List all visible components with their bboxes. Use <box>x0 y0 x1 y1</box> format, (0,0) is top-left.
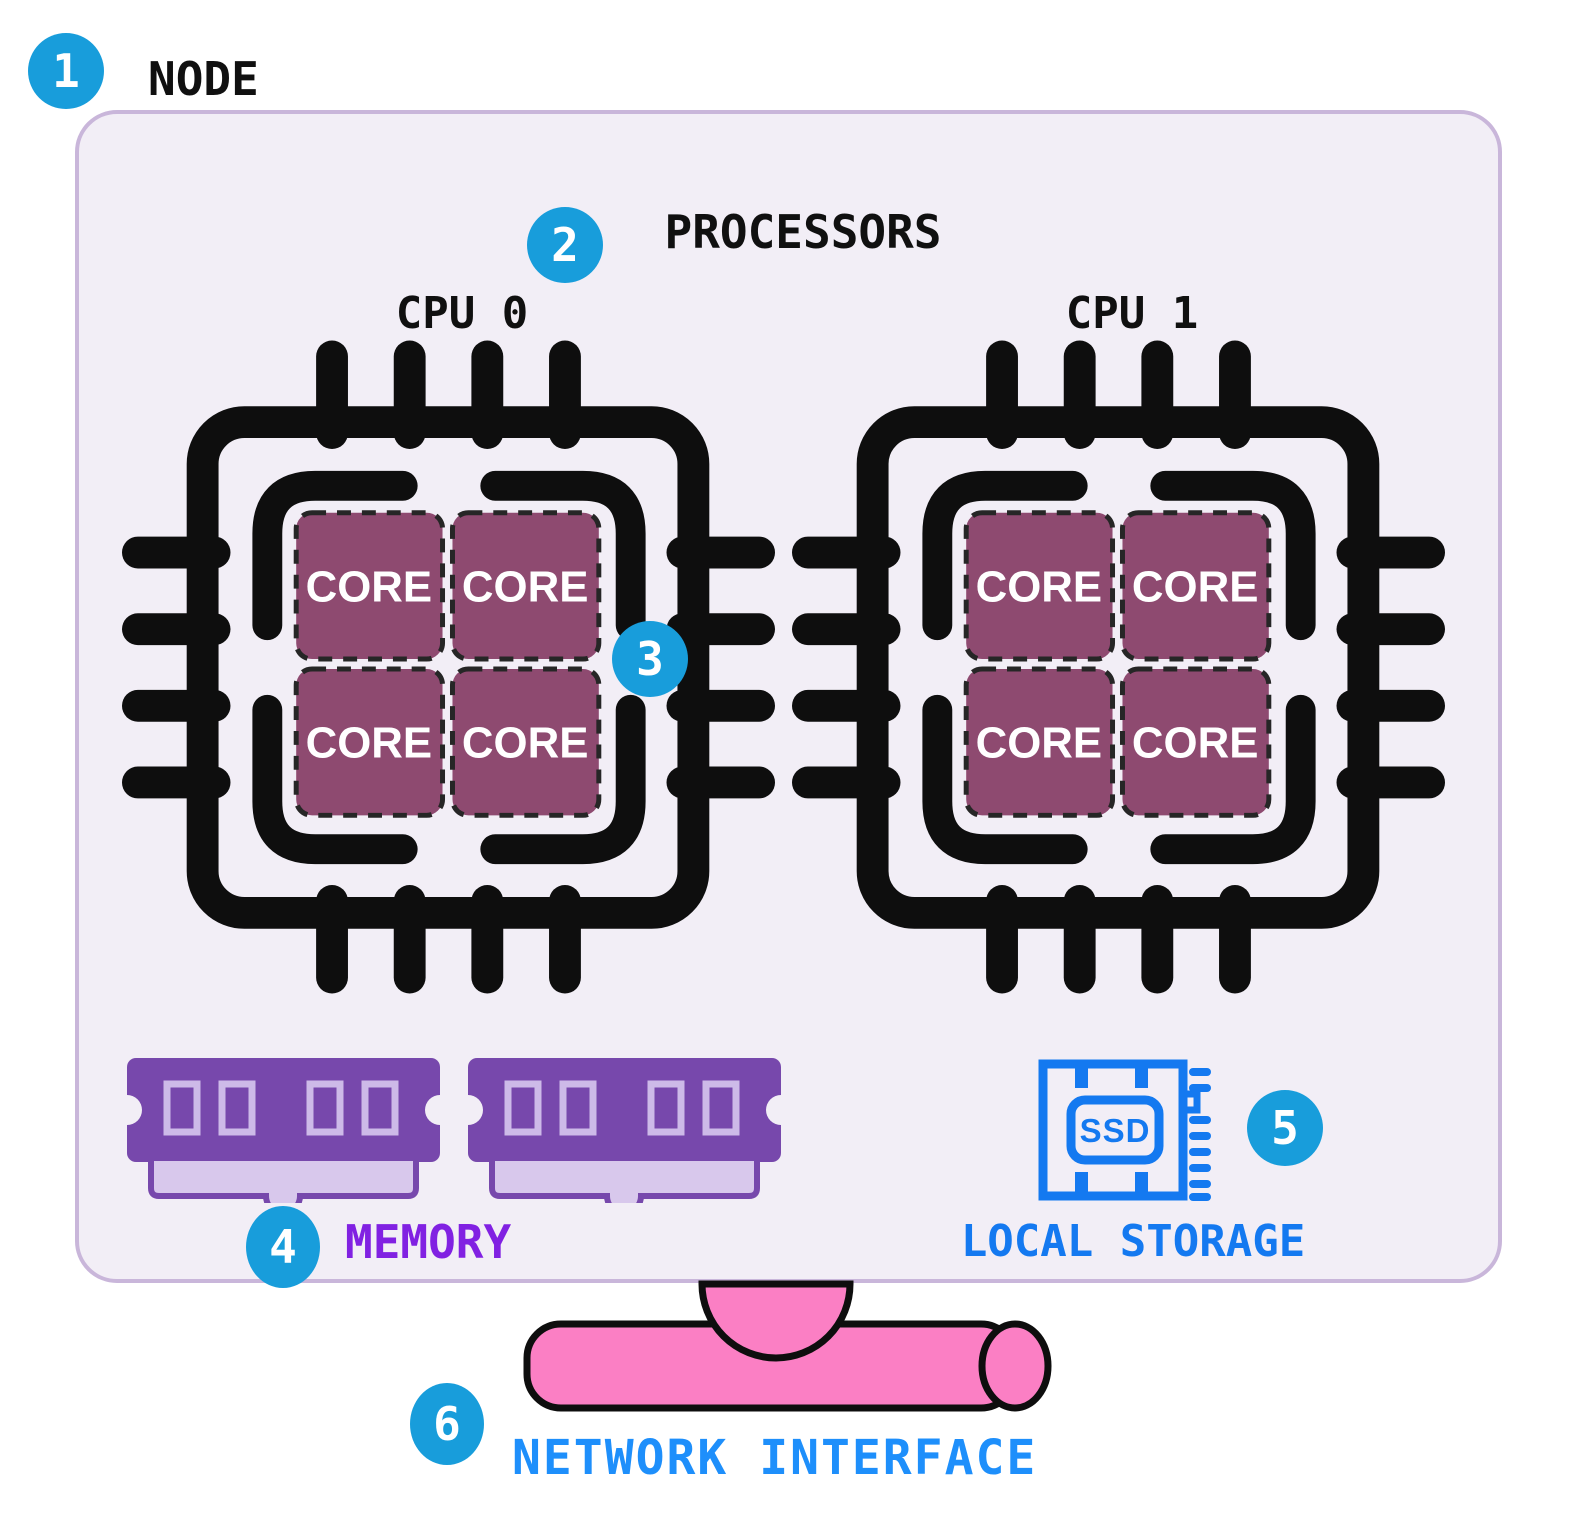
core-label: CORE <box>462 562 589 611</box>
node-number: 1 <box>52 44 80 98</box>
network-interface-label: NETWORK INTERFACE <box>512 1430 1038 1486</box>
core <box>449 510 602 662</box>
core-label: CORE <box>1132 562 1259 611</box>
cpu0-cores <box>293 510 602 818</box>
processors-number: 2 <box>551 218 579 272</box>
ssd-label: SSD <box>1080 1112 1151 1149</box>
storage-number-badge: 5 <box>1247 1090 1323 1166</box>
cpu1-chip-icon: CORE CORE CORE CORE <box>791 340 1446 994</box>
processors-number-badge: 2 <box>527 207 603 283</box>
core-label: CORE <box>306 719 433 768</box>
core <box>449 666 602 818</box>
core-label: CORE <box>976 562 1103 611</box>
core-label: CORE <box>306 562 433 611</box>
network-number: 6 <box>433 1397 461 1451</box>
cpu0-chip-icon: CORE CORE CORE CORE <box>121 340 776 994</box>
memory-dimm-icon <box>468 1058 781 1203</box>
core <box>1119 666 1272 818</box>
core <box>293 666 446 818</box>
cpu1-label: CPU 1 <box>1065 288 1199 339</box>
network-number-badge: 6 <box>410 1383 484 1465</box>
node-label: NODE <box>148 52 259 106</box>
network-interface-icon <box>523 1280 1052 1412</box>
cpu1-cores <box>963 510 1272 818</box>
memory-dimm-icon <box>127 1058 440 1203</box>
core-label: CORE <box>976 719 1103 768</box>
node-number-badge: 1 <box>28 33 104 109</box>
memory-label: MEMORY <box>345 1215 512 1269</box>
core <box>963 510 1116 662</box>
core-label: CORE <box>1132 719 1259 768</box>
core <box>1119 510 1272 662</box>
core-number: 3 <box>636 632 664 686</box>
cpu0-label: CPU 0 <box>395 288 529 339</box>
local-storage-label: LOCAL STORAGE <box>960 1216 1306 1267</box>
memory-number: 4 <box>269 1220 297 1274</box>
core-number-badge: 3 <box>612 621 688 697</box>
core-label: CORE <box>462 719 589 768</box>
storage-number: 5 <box>1271 1101 1299 1155</box>
memory-number-badge: 4 <box>246 1206 320 1288</box>
ssd-icon: SSD <box>1038 1059 1211 1201</box>
core <box>293 510 446 662</box>
processors-title: PROCESSORS <box>664 205 942 259</box>
core <box>963 666 1116 818</box>
